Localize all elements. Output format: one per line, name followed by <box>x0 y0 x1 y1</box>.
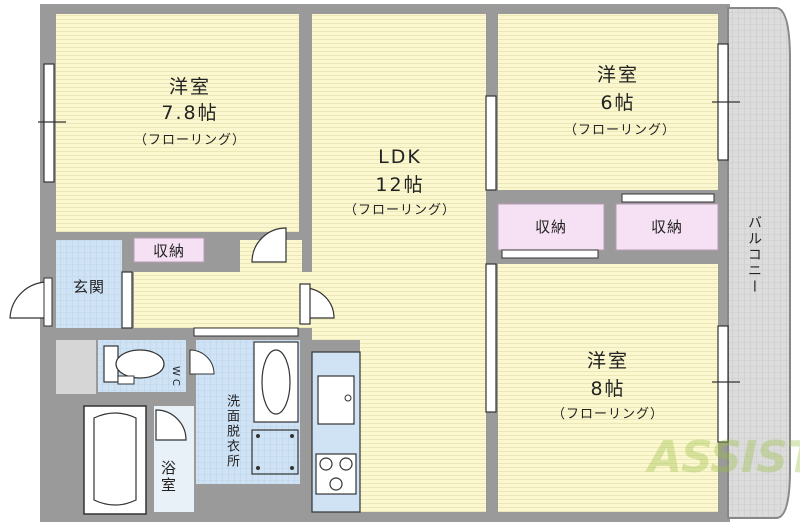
storage3-name: 収納 <box>650 218 683 236</box>
ldk-floor <box>312 14 486 340</box>
western1-door <box>251 227 287 263</box>
storage-1 <box>133 237 205 263</box>
entrance-step <box>121 271 133 329</box>
western1-floor: （フローリング） <box>133 133 246 148</box>
entrance-name: 玄関 <box>72 278 105 296</box>
corridor-door <box>299 283 311 325</box>
sliding-door-room3 <box>485 263 497 413</box>
bath-name: 浴室 <box>159 460 177 494</box>
entrance-door <box>9 281 49 319</box>
ldk-floor: （フローリング） <box>343 203 456 218</box>
kitchen-sink <box>317 375 355 425</box>
western-room-1 <box>56 14 299 232</box>
western2-floor: （フローリング） <box>563 123 676 138</box>
storage3-door <box>621 193 715 203</box>
western2-name: 洋室 <box>596 64 639 86</box>
western2-size: 6帖 <box>600 92 636 114</box>
western3-size: 8帖 <box>590 378 626 400</box>
bath-door <box>155 409 187 441</box>
washbasin <box>253 341 299 423</box>
washer-pan <box>251 429 299 475</box>
toilet-door <box>189 349 215 375</box>
storage1-name: 収納 <box>152 242 185 260</box>
ldk-lower-floor <box>360 330 486 512</box>
burner <box>339 457 353 471</box>
bathtub-inner <box>93 412 137 506</box>
ldk-size: 12帖 <box>375 174 425 196</box>
western3-name: 洋室 <box>586 350 629 372</box>
toilet-bowl <box>115 349 165 379</box>
ldk-name: LDK <box>378 146 422 168</box>
watermark-logo: ASSIST <box>648 432 800 483</box>
storage-2 <box>497 203 605 251</box>
washer-dot <box>256 434 260 438</box>
washer-dot <box>256 466 260 470</box>
toilet-paper <box>117 375 135 385</box>
washroom-name: 洗面脱衣所 <box>224 393 239 469</box>
storage-3 <box>615 203 719 251</box>
window-west-room1 <box>43 63 55 183</box>
window-room3 <box>717 325 729 443</box>
washroom-door <box>193 327 299 337</box>
western-room-3 <box>498 264 718 512</box>
corridor-floor <box>134 272 312 328</box>
entrance-door-leaf <box>43 277 53 327</box>
sink-drain <box>344 394 352 402</box>
western-room-2 <box>498 14 718 190</box>
balcony-area <box>727 7 791 519</box>
burner <box>329 477 343 491</box>
western1-name: 洋室 <box>168 76 211 98</box>
bathtub <box>83 405 147 515</box>
balcony-name: バルコニー <box>746 215 762 295</box>
western3-floor: （フローリング） <box>551 407 664 422</box>
washbasin-bowl <box>261 349 291 415</box>
storage2-door <box>501 249 599 259</box>
washer-dot <box>290 434 294 438</box>
burner <box>319 457 333 471</box>
toilet-name: WC <box>170 365 181 389</box>
sliding-door-room2 <box>485 95 497 191</box>
western1-size: 7.8帖 <box>161 102 219 124</box>
utility-gray <box>56 340 96 394</box>
storage2-name: 収納 <box>534 218 567 236</box>
entrance-tile <box>56 240 122 328</box>
washer-dot <box>290 466 294 470</box>
stove <box>315 453 357 495</box>
